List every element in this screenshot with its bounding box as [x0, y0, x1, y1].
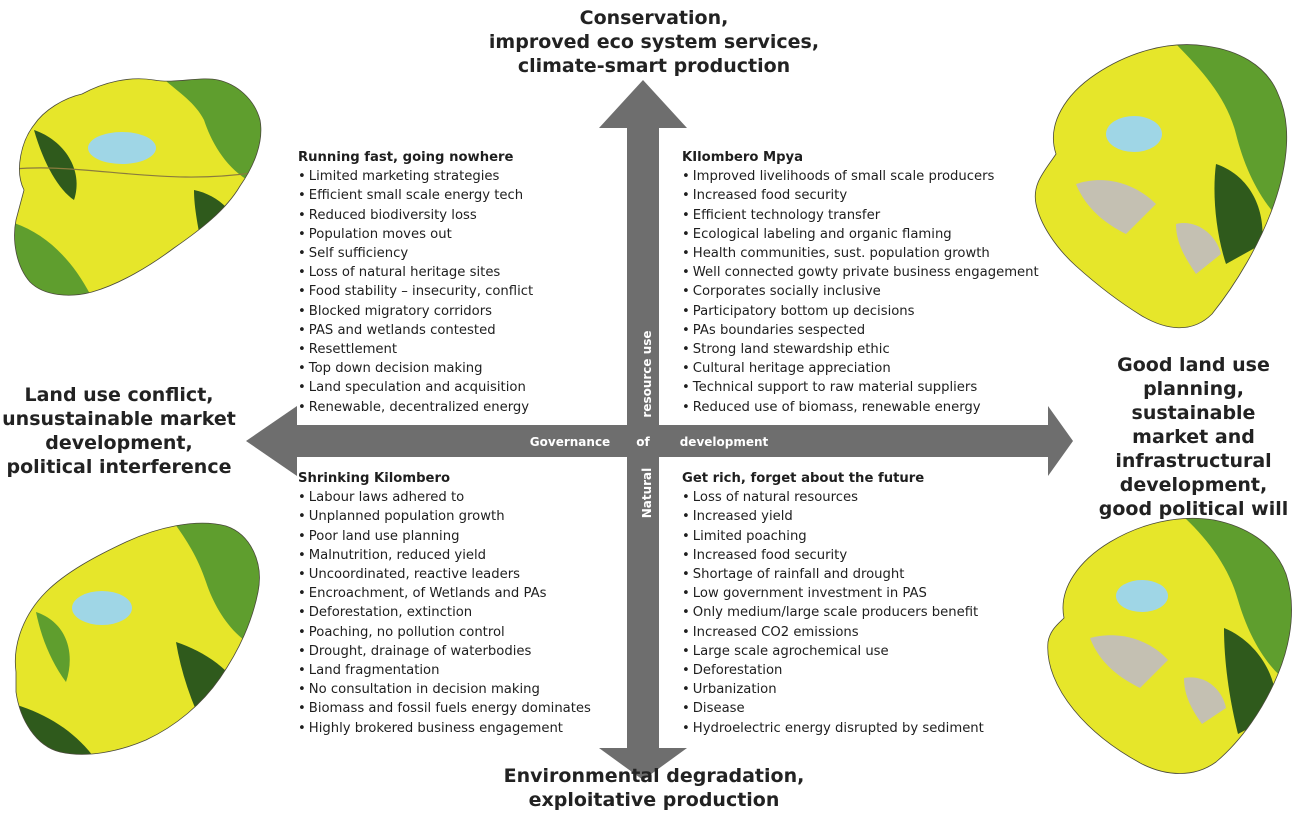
- list-item: Cultural heritage appreciation: [682, 359, 1039, 378]
- list-item: Land fragmentation: [298, 661, 591, 680]
- axis-label-resource-use: resource use: [640, 330, 654, 417]
- pole-top-line-2: improved eco system services,: [488, 31, 820, 53]
- list-item: Shortage of rainfall and drought: [682, 565, 984, 584]
- list-item: Highly brokered business engagement: [298, 719, 591, 738]
- list-item: Well connected gowty private business en…: [682, 263, 1039, 282]
- list-item: Efficient technology transfer: [682, 206, 1039, 225]
- list-item: Low government investment in PAS: [682, 584, 984, 603]
- list-item: Malnutrition, reduced yield: [298, 546, 591, 565]
- axis-label-natural: Natural: [640, 468, 654, 519]
- pole-right-line-3: market and: [1132, 426, 1255, 448]
- list-item: Poaching, no pollution control: [298, 623, 591, 642]
- pole-label-bottom: Environmental degradation, exploitative …: [404, 764, 904, 812]
- list-item: Reduced biodiversity loss: [298, 206, 533, 225]
- list-item: Disease: [682, 699, 984, 718]
- list-item: Participatory bottom up decisions: [682, 302, 1039, 321]
- quadrant-title: Running fast, going nowhere: [298, 150, 514, 165]
- list-item: Renewable, decentralized energy: [298, 398, 533, 417]
- quadrant-list: Limited marketing strategies Efficient s…: [298, 167, 533, 417]
- list-item: Large scale agrochemical use: [682, 642, 984, 661]
- map-thumbnail-top-left: [14, 78, 262, 296]
- pole-label-top: Conservation, improved eco system servic…: [404, 6, 904, 78]
- quadrant-bottom-left: Shrinking Kilombero Labour laws adhered …: [298, 469, 591, 738]
- axis-label-of: of: [636, 435, 650, 449]
- pole-label-left: Land use conflict, unsustainable market …: [0, 383, 238, 479]
- list-item: Efficient small scale energy tech: [298, 186, 533, 205]
- pole-bottom-line-2: exploitative production: [528, 789, 780, 811]
- map-thumbnail-top-right: [1034, 44, 1288, 329]
- list-item: Biomass and fossil fuels energy dominate…: [298, 699, 591, 718]
- list-item: Loss of natural resources: [682, 488, 984, 507]
- list-item: Urbanization: [682, 680, 984, 699]
- list-item: Strong land stewardship ethic: [682, 340, 1039, 359]
- horizontal-axis-bar: [294, 425, 1052, 457]
- quadrant-title: KIlombero Mpya: [682, 150, 804, 165]
- list-item: Increased CO2 emissions: [682, 623, 984, 642]
- pole-label-right: Good land use planning, sustainable mark…: [1078, 353, 1309, 521]
- list-item: Blocked migratory corridors: [298, 302, 533, 321]
- list-item: Labour laws adhered to: [298, 488, 591, 507]
- list-item: Improved livelihoods of small scale prod…: [682, 167, 1039, 186]
- list-item: Ecological labeling and organic flaming: [682, 225, 1039, 244]
- pole-top-line-3: climate-smart production: [517, 55, 791, 77]
- horizontal-axis-arrowhead-right: [1048, 406, 1073, 476]
- list-item: Loss of natural heritage sites: [298, 263, 533, 282]
- list-item: Health communities, sust. population gro…: [682, 244, 1039, 263]
- quadrant-title: Shrinking Kilombero: [298, 471, 451, 486]
- quadrant-top-right: KIlombero Mpya Improved livelihoods of s…: [682, 148, 1039, 417]
- list-item: Self sufficiency: [298, 244, 533, 263]
- axis-label-governance: Governance: [530, 435, 610, 449]
- list-item: Uncoordinated, reactive leaders: [298, 565, 591, 584]
- list-item: Poor land use planning: [298, 527, 591, 546]
- pole-right-line-4: infrastructural: [1115, 450, 1272, 472]
- pole-left-line-2: unsustainable market: [2, 408, 236, 430]
- list-item: Deforestation: [682, 661, 984, 680]
- pole-right-line-1: Good land use: [1117, 354, 1270, 376]
- list-item: Increased food security: [682, 186, 1039, 205]
- pole-top-line-1: Conservation,: [579, 7, 729, 29]
- quadrant-top-left: Running fast, going nowhere Limited mark…: [298, 148, 533, 417]
- list-item: Food stability – insecurity, conflict: [298, 282, 533, 301]
- list-item: Top down decision making: [298, 359, 533, 378]
- list-item: Resettlement: [298, 340, 533, 359]
- quadrant-list: Improved livelihoods of small scale prod…: [682, 167, 1039, 417]
- list-item: Reduced use of biomass, renewable energy: [682, 398, 1039, 417]
- pole-left-line-4: political interference: [6, 456, 232, 478]
- axis-label-development: development: [680, 435, 769, 449]
- map-thumbnail-bottom-right: [1047, 517, 1292, 774]
- pole-left-line-1: Land use conflict,: [24, 384, 214, 406]
- map-thumbnail-bottom-left: [14, 522, 260, 755]
- list-item: Limited poaching: [682, 527, 984, 546]
- list-item: Only medium/large scale producers benefi…: [682, 603, 984, 622]
- vertical-axis-arrowhead-top: [599, 80, 687, 128]
- list-item: Technical support to raw material suppli…: [682, 378, 1039, 397]
- pole-right-line-6: good political will: [1098, 498, 1289, 520]
- list-item: Encroachment, of Wetlands and PAs: [298, 584, 591, 603]
- horizontal-axis-arrowhead-left: [246, 406, 297, 476]
- list-item: Increased yield: [682, 507, 984, 526]
- list-item: Limited marketing strategies: [298, 167, 533, 186]
- list-item: No consultation in decision making: [298, 680, 591, 699]
- list-item: Drought, drainage of waterbodies: [298, 642, 591, 661]
- pole-bottom-line-1: Environmental degradation,: [503, 765, 805, 787]
- vertical-axis-arrowhead-bottom: [599, 748, 687, 780]
- quadrant-bottom-right: Get rich, forget about the future Loss o…: [682, 469, 984, 738]
- pole-right-line-2: planning, sustainable: [1131, 378, 1256, 424]
- list-item: Population moves out: [298, 225, 533, 244]
- list-item: Increased food security: [682, 546, 984, 565]
- list-item: PAs boundaries sespected: [682, 321, 1039, 340]
- list-item: Land speculation and acquisition: [298, 378, 533, 397]
- list-item: Unplanned population growth: [298, 507, 591, 526]
- list-item: Hydroelectric energy disrupted by sedime…: [682, 719, 984, 738]
- quadrant-list: Loss of natural resources Increased yiel…: [682, 488, 984, 738]
- quadrant-list: Labour laws adhered to Unplanned populat…: [298, 488, 591, 738]
- quadrant-title: Get rich, forget about the future: [682, 471, 925, 486]
- list-item: PAS and wetlands contested: [298, 321, 533, 340]
- list-item: Deforestation, extinction: [298, 603, 591, 622]
- pole-left-line-3: development,: [45, 432, 193, 454]
- pole-right-line-5: development,: [1119, 474, 1268, 496]
- list-item: Corporates socially inclusive: [682, 282, 1039, 301]
